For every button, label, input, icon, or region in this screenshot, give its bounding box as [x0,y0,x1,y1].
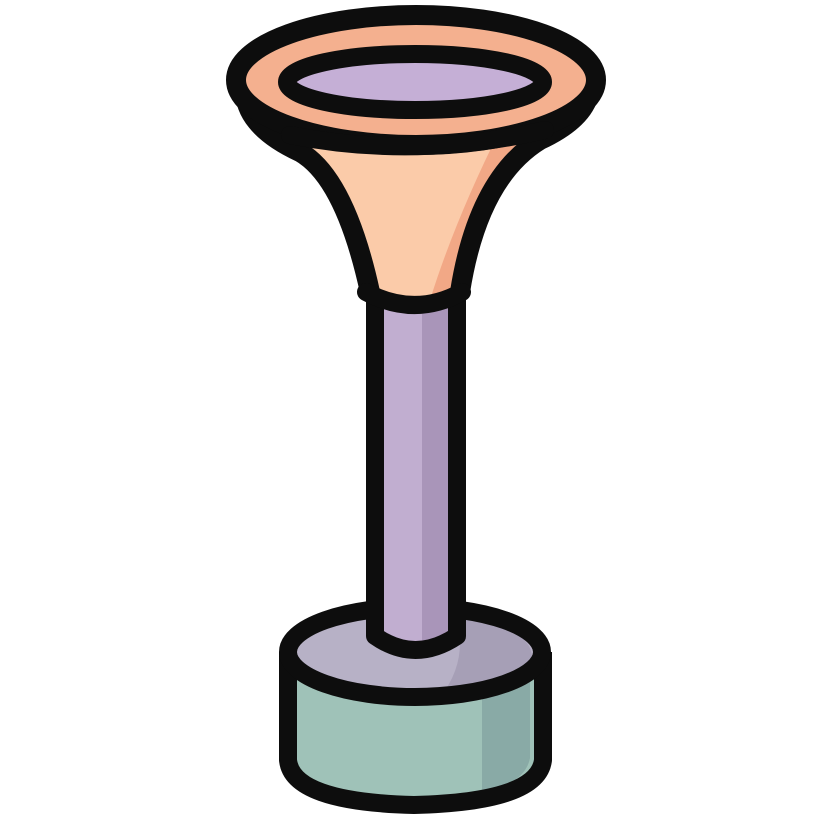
bell-collar-outline [357,283,471,314]
bell-mouth [287,54,543,110]
stem-group [366,300,466,659]
bell-group [226,5,606,314]
base-side-outline [279,652,552,814]
stem-outline [366,300,466,659]
bell-inner-edge [281,121,554,156]
bell-mouth-outline [278,45,552,119]
